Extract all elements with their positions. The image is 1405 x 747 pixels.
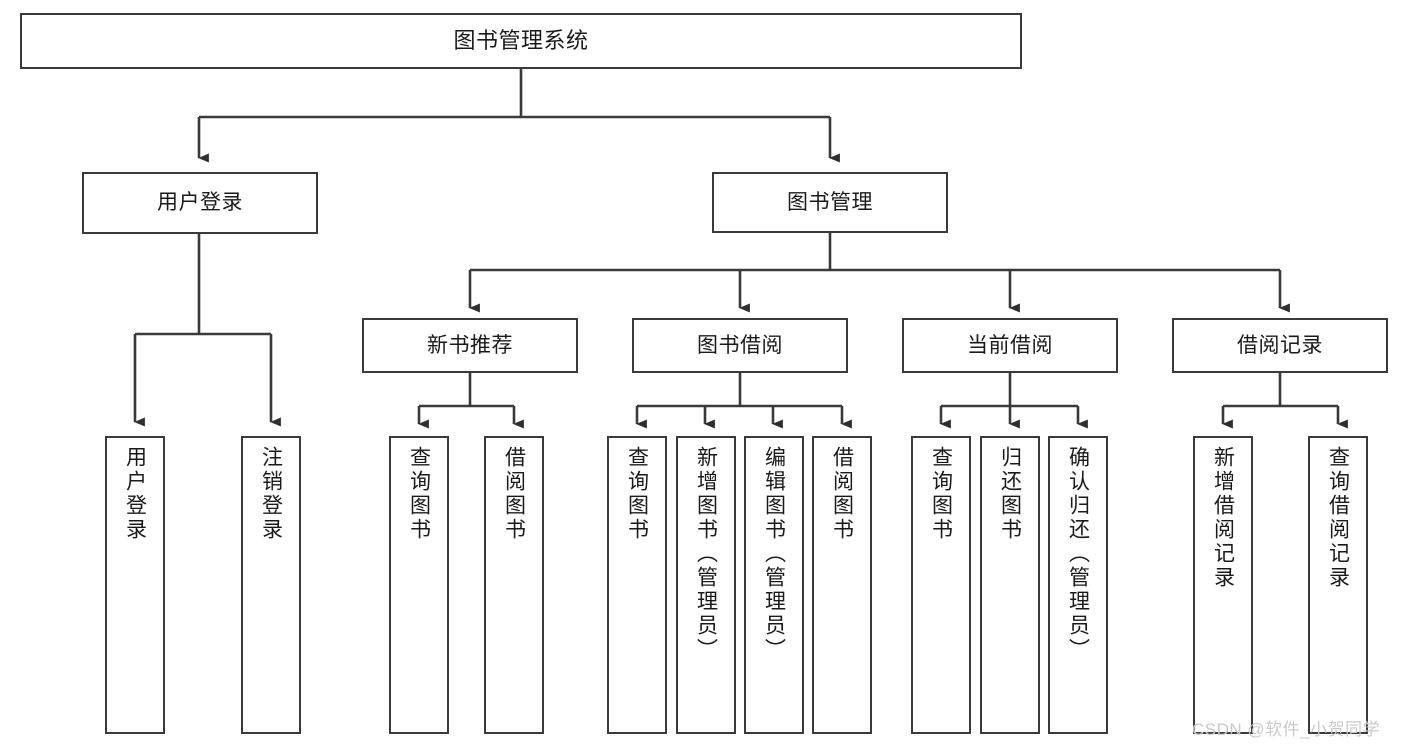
- leaf-borrow-record-query-record[interactable]: 查询借阅记录: [1308, 436, 1368, 734]
- node-label: 归还图书: [998, 446, 1022, 542]
- node-root-system[interactable]: 图书管理系统: [20, 13, 1022, 69]
- leaf-book-borrow-query-book[interactable]: 查询图书: [607, 436, 667, 734]
- node-label: 图书借阅: [697, 333, 783, 357]
- leaf-new-book-query-book[interactable]: 查询图书: [389, 436, 449, 734]
- csdn-watermark: CSDN @软件_小贺同学: [1192, 720, 1381, 739]
- node-label: 查询图书: [407, 446, 431, 542]
- leaf-current-borrow-return-book[interactable]: 归还图书: [980, 436, 1040, 734]
- leaf-current-borrow-query-book[interactable]: 查询图书: [911, 436, 971, 734]
- node-label: 当前借阅: [967, 333, 1053, 357]
- leaf-user-login-logout[interactable]: 注销登录: [241, 436, 301, 734]
- node-label: 查询图书: [625, 446, 649, 542]
- node-book-management[interactable]: 图书管理: [712, 172, 948, 233]
- node-label: 确认归还（管理员）: [1066, 446, 1090, 662]
- leaf-current-borrow-confirm-return-admin[interactable]: 确认归还（管理员）: [1048, 436, 1108, 734]
- node-label: 查询图书: [929, 446, 953, 542]
- leaf-book-borrow-edit-book-admin[interactable]: 编辑图书（管理员）: [744, 436, 804, 734]
- node-current-borrow[interactable]: 当前借阅: [902, 318, 1118, 373]
- node-label: 图书管理系统: [453, 27, 589, 53]
- node-label: 借阅图书: [502, 446, 526, 542]
- leaf-book-borrow-add-book-admin[interactable]: 新增图书（管理员）: [676, 436, 736, 734]
- leaf-new-book-borrow-book[interactable]: 借阅图书: [484, 436, 544, 734]
- node-label: 查询借阅记录: [1326, 446, 1350, 590]
- node-label: 新增借阅记录: [1211, 446, 1235, 590]
- leaf-borrow-record-add-record[interactable]: 新增借阅记录: [1193, 436, 1253, 734]
- node-label: 新增图书（管理员）: [694, 446, 718, 662]
- node-user-login[interactable]: 用户登录: [82, 172, 318, 234]
- node-label: 注销登录: [259, 446, 283, 542]
- leaf-book-borrow-borrow-book[interactable]: 借阅图书: [812, 436, 872, 734]
- node-label: 借阅记录: [1237, 333, 1323, 357]
- node-label: 借阅图书: [830, 446, 854, 542]
- node-label: 用户登录: [123, 446, 147, 542]
- node-label: 编辑图书（管理员）: [762, 446, 786, 662]
- node-borrow-record[interactable]: 借阅记录: [1172, 318, 1388, 373]
- node-book-borrow[interactable]: 图书借阅: [632, 318, 848, 373]
- leaf-user-login-login[interactable]: 用户登录: [105, 436, 165, 734]
- node-new-book-recommend[interactable]: 新书推荐: [362, 318, 578, 373]
- node-label: 图书管理: [787, 190, 873, 214]
- node-label: 新书推荐: [427, 333, 513, 357]
- node-label: 用户登录: [157, 191, 243, 215]
